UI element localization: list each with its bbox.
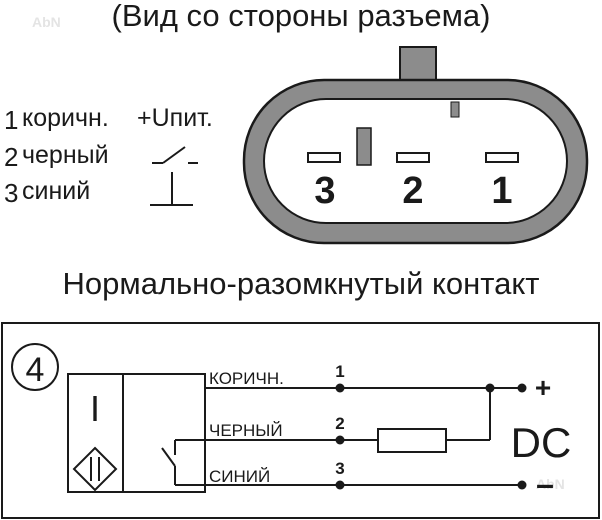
wire-num-1: 1 <box>335 362 344 381</box>
schematic-badge-number: 4 <box>26 351 45 389</box>
legend-num-3: 3 <box>4 178 19 208</box>
supply-type: DC <box>511 419 572 466</box>
connector-drawing: 3 2 1 <box>242 46 589 245</box>
connector-pin-3 <box>307 152 341 163</box>
watermark-logo: AbN <box>32 14 61 30</box>
wire-label-brown: КОРИЧН. <box>209 369 284 388</box>
connector-pin-label-1: 1 <box>491 170 512 212</box>
wire-num-2: 2 <box>335 414 344 433</box>
wire-label-black: ЧЕРНЫЙ <box>209 421 283 440</box>
connector-pin-1 <box>485 152 519 163</box>
section-title: Нормально-разомкнутый контакт <box>62 266 540 301</box>
connector-pin-2 <box>396 152 430 163</box>
ground-symbol-icon <box>150 172 193 206</box>
schematic-frame <box>1 322 600 519</box>
schematic-badge: 4 <box>11 343 59 391</box>
wire-num-3: 3 <box>335 459 344 478</box>
sensor-letter: I <box>90 388 100 429</box>
connector-center-rib <box>356 127 372 166</box>
sensor-box <box>67 373 206 493</box>
page-title: (Вид со стороны разъема) <box>111 0 491 33</box>
connector-pin-label-2: 2 <box>402 170 423 212</box>
switch-contact-icon <box>161 440 176 485</box>
legend-num-1: 1 <box>4 105 19 135</box>
junction-dots <box>335 383 527 490</box>
supply-minus: – <box>536 466 554 502</box>
connector-pin-label-3: 3 <box>314 170 335 212</box>
switch-symbol-icon <box>152 146 198 164</box>
watermark-text: AbN <box>32 14 61 30</box>
wire-label-blue: СИНИЙ <box>209 467 270 486</box>
watermark-text-bottom: AbN <box>536 476 565 492</box>
watermark-logo-bottom: AbN <box>536 476 565 492</box>
supply-plus: + <box>535 372 551 403</box>
connector-small-key <box>450 101 460 118</box>
legend-label-3: синий <box>22 177 91 205</box>
inductive-sensor-icon <box>72 446 118 492</box>
legend-label-2: черный <box>22 141 109 169</box>
load-resistor <box>377 428 447 453</box>
legend-label-1: коричн. <box>22 104 109 132</box>
legend-desc-1: +Uпит. <box>137 104 213 132</box>
legend-num-2: 2 <box>4 142 19 172</box>
